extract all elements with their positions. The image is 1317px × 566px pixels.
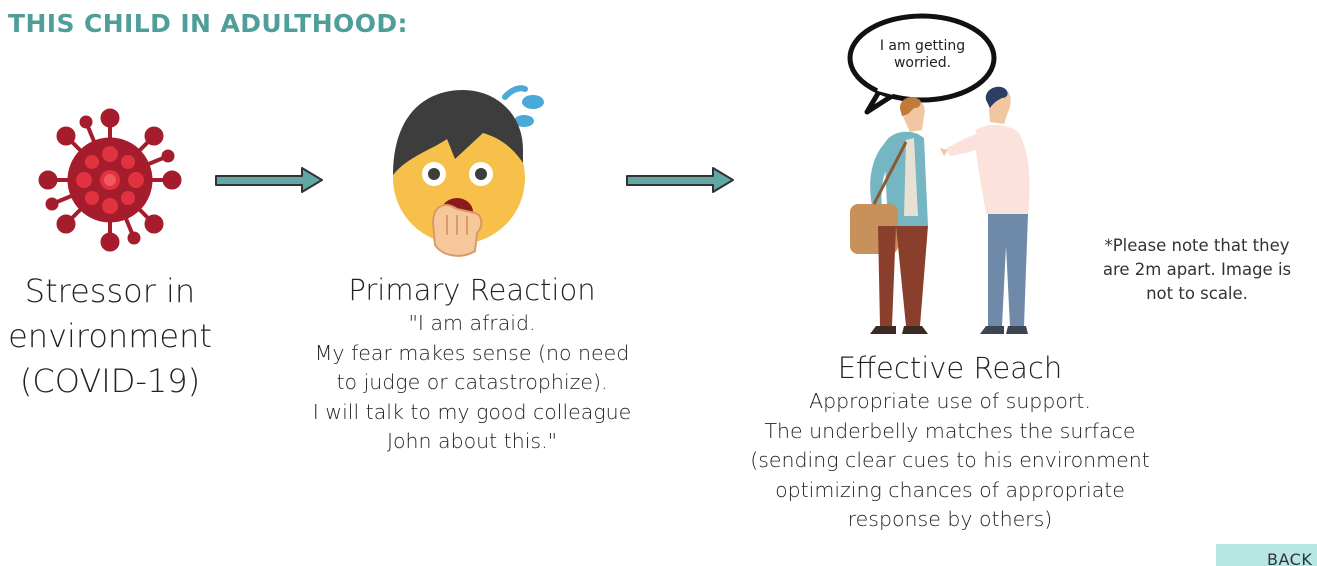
reach-line: optimizing chances of appropriate bbox=[775, 477, 1125, 502]
reach-line: Appropriate use of support. bbox=[809, 389, 1091, 413]
note-line: not to scale. bbox=[1146, 284, 1248, 303]
primary-line: John about this." bbox=[386, 429, 558, 453]
effective-reach-block: Effective Reach Appropriate use of suppo… bbox=[700, 348, 1200, 535]
arrow-right-icon bbox=[626, 167, 734, 193]
caption-line: Stressor in bbox=[24, 272, 196, 310]
reach-line: The underbelly matches the surface bbox=[764, 418, 1136, 443]
back-button-label: BACK bbox=[1267, 550, 1313, 566]
reach-line: response by others) bbox=[847, 507, 1053, 531]
note-line: are 2m apart. Image is bbox=[1102, 260, 1292, 279]
distance-note: *Please note that they are 2m apart. Ima… bbox=[1082, 234, 1312, 306]
arrow-right-icon bbox=[215, 167, 323, 193]
primary-line: My fear makes sense (no need bbox=[314, 340, 630, 365]
page-title: THIS CHILD IN ADULTHOOD: bbox=[8, 9, 408, 38]
scared-face-icon bbox=[393, 85, 544, 257]
speech-bubble-icon bbox=[847, 13, 997, 115]
primary-reaction-block: Primary Reaction "I am afraid. My fear m… bbox=[262, 270, 682, 457]
two-people-talking-icon bbox=[850, 86, 1030, 334]
virus-icon bbox=[38, 108, 182, 252]
back-button[interactable]: BACK bbox=[1216, 544, 1317, 566]
speech-line: worried. bbox=[893, 55, 952, 71]
caption-line: environment bbox=[8, 317, 212, 355]
effective-reach-heading: Effective Reach bbox=[837, 351, 1063, 385]
speech-line: I am getting bbox=[879, 38, 966, 54]
reach-line: (sending clear cues to his environment bbox=[750, 448, 1150, 472]
primary-line: "I am afraid. bbox=[408, 311, 536, 335]
primary-line: I will talk to my good colleague bbox=[312, 399, 632, 424]
primary-line: to judge or catastrophize). bbox=[336, 370, 608, 394]
primary-reaction-heading: Primary Reaction bbox=[348, 273, 596, 307]
speech-bubble-text: I am getting worried. bbox=[860, 38, 985, 72]
caption-line: (COVID-19) bbox=[19, 362, 201, 400]
stressor-caption: Stressor in environment (COVID-19) bbox=[0, 269, 220, 404]
note-line: *Please note that they bbox=[1104, 236, 1290, 255]
